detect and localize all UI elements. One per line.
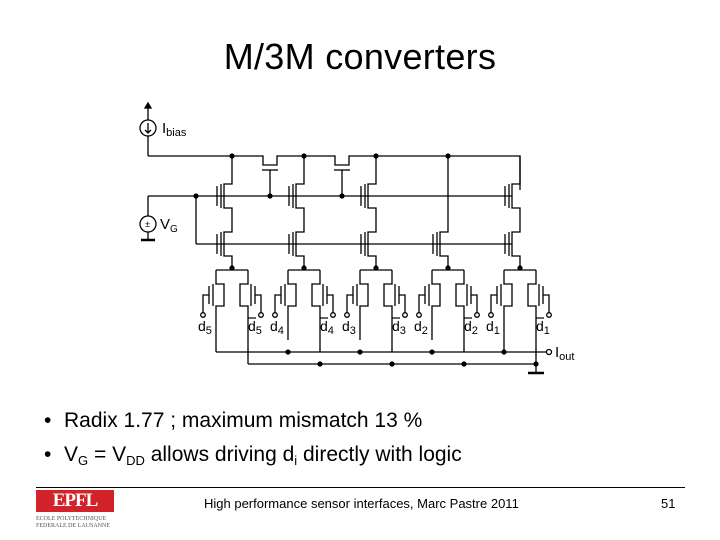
page-number: 51	[661, 496, 676, 511]
digital-input-label: d2	[414, 318, 428, 337]
slide-title: M/3M converters	[223, 36, 497, 77]
svg-text:VG: VG	[160, 216, 178, 235]
digital-input-label: d3	[392, 318, 406, 337]
digital-input-label: d4	[270, 318, 284, 337]
svg-text:±: ±	[145, 219, 150, 229]
digital-input-label: d1	[536, 318, 550, 337]
bullet-list: • Radix 1.77 ; maximum mismatch 13 % • V…	[44, 404, 462, 478]
digital-input-label: d1	[486, 318, 500, 337]
digital-input-label: d4	[320, 318, 334, 337]
bullet-radix: • Radix 1.77 ; maximum mismatch 13 %	[44, 409, 423, 432]
svg-text:Ibias: Ibias	[162, 120, 187, 139]
epfl-logo: EPFL ECOLE POLYTECHNIQUE FEDERALE DE LAU…	[36, 490, 114, 530]
digital-input-label: d3	[342, 318, 356, 337]
bullet-vg-vdd: • VG = VDD allows driving di directly wi…	[44, 443, 462, 468]
svg-text:Iout: Iout	[555, 344, 574, 363]
digital-input-label: d2	[464, 318, 478, 337]
digital-input-label: d5	[198, 318, 212, 337]
footer-divider	[36, 487, 685, 488]
footer-text: High performance sensor interfaces, Marc…	[204, 496, 519, 511]
digital-input-label: d5	[248, 318, 262, 337]
